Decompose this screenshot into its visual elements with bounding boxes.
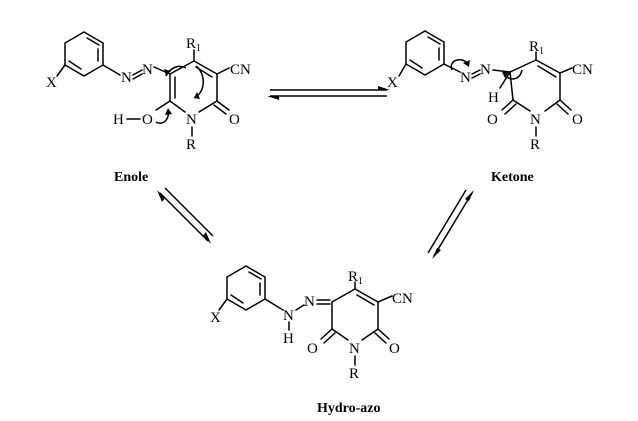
ketone-pyridine-ring — [509, 59, 561, 112]
ketone-cn-group: CN — [572, 62, 593, 78]
hydroazo-r1-atom: R1 — [348, 269, 363, 287]
ketone-h-atom: H — [488, 90, 499, 106]
hydroazo-label: Hydro-azo — [317, 401, 381, 416]
enole-o-atom: O — [229, 112, 240, 128]
hydroazo-x-atom: X — [210, 310, 221, 326]
equilibrium-enole-ketone — [267, 86, 390, 100]
hydroazo-co-right-bond-a — [377, 328, 390, 340]
ketone-ring-n-atom: N — [530, 112, 541, 128]
ketone-r-atom: R — [530, 137, 540, 153]
ketone-co-right-bond-b — [556, 103, 569, 115]
enole-curved-arrow-3-head — [165, 108, 172, 115]
ketone-r1-atom: R1 — [529, 39, 544, 57]
ketone-n2-atom: N — [480, 62, 491, 78]
hydroazo-structure: X N H N R1 CN O O N R Hydro-azo — [210, 265, 413, 416]
enole-c-o-bond — [155, 100, 171, 111]
hydroazo-phenyl-ring — [226, 265, 266, 311]
ketone-azo-bond-a — [471, 69, 481, 75]
enole-structure: X N N R1 CN O N R O H — [46, 31, 251, 185]
hydroazo-n2-atom: N — [304, 294, 315, 310]
enole-r-atom: R — [186, 137, 196, 153]
hydroazo-o-left-atom: O — [307, 341, 318, 357]
enole-x-atom: X — [46, 75, 57, 91]
ketone-o-right-atom: O — [572, 112, 583, 128]
enole-ring-n-atom: N — [186, 112, 197, 128]
ketone-curved-arrow-2-head — [502, 72, 509, 78]
ketone-n-c-bond — [492, 69, 511, 73]
hydroazo-ring-n-bond — [264, 298, 284, 311]
hydroazo-cn-bond — [377, 295, 393, 303]
equilibrium-ketone-hydroazo — [427, 189, 474, 259]
hydroazo-co-left-bond-b — [323, 332, 336, 344]
hydroazo-h-atom: H — [283, 331, 294, 347]
ketone-c-h-bond — [499, 71, 511, 89]
enole-ring-n-bond — [102, 64, 121, 76]
enole-curved-arrow-2-head — [194, 92, 200, 99]
hydroazo-pyridine-ring — [331, 288, 379, 341]
enole-h-atom: H — [113, 112, 124, 128]
hydroazo-ring-n-atom: N — [349, 341, 360, 357]
enole-curved-arrow-1-head — [164, 69, 171, 76]
ketone-cn-bond — [559, 67, 573, 74]
enole-co-bond-b — [213, 104, 227, 115]
enole-n1-atom: N — [121, 70, 132, 86]
ketone-co-left-bond-b — [504, 103, 517, 115]
ketone-co-right-bond-a — [559, 99, 572, 111]
enole-n2-atom: N — [142, 62, 153, 78]
enole-label: Enole — [114, 170, 148, 185]
hydroazo-x-bond — [218, 298, 228, 311]
enole-pyridine-ring — [169, 60, 218, 113]
equilibrium-enole-hydroazo — [157, 187, 214, 244]
hydroazo-co-right-bond-b — [374, 332, 387, 344]
hydroazo-o-right-atom: O — [389, 341, 400, 357]
ketone-phenyl-ring — [405, 30, 445, 76]
enole-azo-bond-a — [132, 69, 143, 76]
hydroazo-n-n-bond — [295, 304, 305, 311]
hydroazo-cn-group: CN — [392, 291, 413, 307]
enole-phenyl-ring — [64, 31, 104, 77]
enole-x-bond — [56, 64, 66, 77]
enole-cn-group: CN — [230, 62, 251, 78]
ketone-label: Ketone — [491, 170, 534, 185]
ketone-structure: X N N H R1 CN O O N R — [387, 30, 593, 185]
ketone-o-left-atom: O — [487, 112, 498, 128]
enole-oh-o-atom: O — [142, 112, 153, 128]
ketone-co-left-bond-a — [501, 99, 514, 111]
hydroazo-r-atom: R — [349, 366, 359, 382]
ketone-curved-arrow-1-head — [463, 60, 470, 67]
hydroazo-nh-n-atom: N — [283, 308, 294, 324]
enole-azo-bond-b — [132, 73, 143, 80]
ketone-azo-bond-b — [471, 73, 481, 79]
enole-co-bond-a — [216, 100, 230, 111]
ketone-n1-atom: N — [460, 70, 471, 86]
ketone-x-atom: X — [387, 75, 398, 91]
hydroazo-co-left-bond-a — [320, 328, 333, 340]
enole-r1-atom: R1 — [186, 36, 201, 54]
enole-cn-bond — [216, 67, 230, 75]
ketone-x-bond — [398, 63, 407, 77]
